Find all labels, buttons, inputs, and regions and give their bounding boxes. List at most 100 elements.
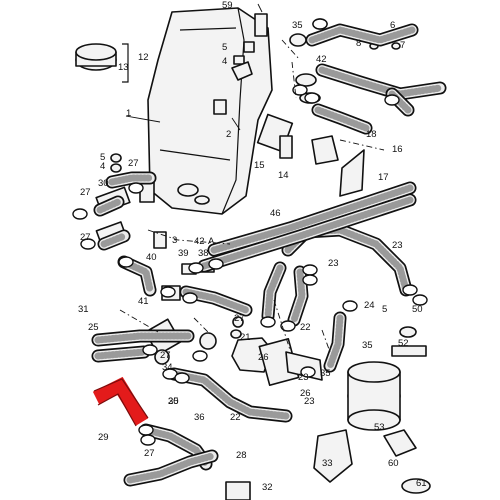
callout-label: 4 (222, 56, 227, 67)
callout-label: 50 (412, 304, 423, 315)
callout-label: 42 (194, 236, 205, 247)
hose-clamp (138, 424, 154, 436)
callout-label: 17 (378, 172, 389, 183)
hose-clamp (280, 320, 296, 332)
callout-label: 61 (416, 478, 427, 489)
callout-label: 12 (138, 52, 149, 63)
callout-label: 25 (88, 322, 99, 333)
hose-29-edge-bottom (97, 393, 137, 427)
hose-clamp (72, 208, 88, 220)
oil-tank (147, 7, 273, 215)
hose-clamp (182, 292, 198, 304)
hose-lines (91, 23, 447, 487)
callout-label: 26 (300, 388, 311, 399)
hose-clamp (412, 294, 428, 306)
callout-label: 14 (278, 170, 289, 181)
hose-clamp (160, 286, 176, 298)
hose-clamp (312, 18, 328, 30)
hose-29-elbow (92, 376, 148, 426)
callout-label: 27 (80, 232, 91, 243)
callout-label: 29 (98, 432, 109, 443)
callout-label: 52 (398, 338, 409, 349)
callout-label: 39 (178, 248, 189, 259)
hose-texture (170, 370, 290, 420)
callout-label: 27 (234, 313, 245, 324)
callout-label: 6 (390, 20, 395, 31)
hose-clamp (302, 264, 318, 276)
hose-texture (264, 264, 284, 320)
hose-clamp (402, 284, 418, 296)
callout-label: 31 (78, 304, 89, 315)
callout-label: 2 (226, 129, 231, 140)
callout-label: 27 (80, 187, 91, 198)
callout-label: 4 (100, 161, 105, 172)
hose-clamp (292, 84, 308, 96)
callout-label: 38 (198, 248, 209, 259)
hose-texture (108, 174, 154, 186)
callout-label: 20 (168, 396, 179, 407)
hose-clamp (260, 316, 276, 328)
callout-label: 23 (328, 258, 339, 269)
hose-clamps (72, 18, 428, 446)
hose-clamp (142, 344, 158, 356)
hose-texture (290, 268, 306, 324)
callout-label: 15 (254, 160, 265, 171)
callout-label: 24 (364, 300, 375, 311)
hose-clamp (342, 300, 358, 312)
hose-texture (308, 26, 416, 44)
hose-clamp (300, 366, 316, 378)
callout-label: A (208, 236, 215, 247)
hose-clamp (128, 182, 144, 194)
callout-label: 42 (316, 54, 327, 65)
callout-label: 23 (392, 240, 403, 251)
callout-label: 32 (262, 482, 273, 493)
hose-clamp (192, 350, 208, 362)
callout-label: 22 (230, 412, 241, 423)
hose-clamp (140, 434, 156, 446)
callout-label: 41 (138, 296, 149, 307)
callout-label: 30 (98, 178, 109, 189)
callout-label: 5 (222, 42, 227, 53)
callout-label: 1 (126, 108, 131, 119)
leader-lines (119, 3, 385, 353)
callout-label: 35 (320, 368, 331, 379)
hose-clamp (208, 258, 224, 270)
hose-clamp (174, 372, 190, 384)
hose-texture (326, 314, 344, 370)
highlighted-hose-29 (92, 376, 149, 427)
callout-label: 59 (222, 0, 233, 11)
hose-texture (94, 332, 192, 344)
callout-label: 26 (258, 352, 269, 363)
callout-label: 5 (100, 152, 105, 163)
hose-texture (94, 348, 148, 360)
callout-label: 23 (304, 396, 315, 407)
callout-label: 35 (362, 340, 373, 351)
hose-clamp (118, 256, 134, 268)
callout-label: 40 (146, 252, 157, 263)
hose-clamp (80, 238, 96, 250)
callout-label: 5 (382, 304, 387, 315)
callout-label: 34 (162, 362, 173, 373)
hose-texture (314, 106, 370, 132)
callout-label: 13 (118, 62, 129, 73)
callout-label: 53 (374, 422, 385, 433)
callout-label: 7 (400, 40, 405, 51)
right-fittings (225, 326, 431, 500)
hose-clamp (304, 92, 320, 104)
callout-label: 35 (168, 396, 179, 407)
hose-clamp (384, 94, 400, 106)
hose-29-edge-top (93, 378, 149, 419)
callout-label: 27 (144, 448, 155, 459)
hose-texture (100, 232, 128, 248)
callout-label: 8 (356, 38, 361, 49)
callout-label: 46 (270, 208, 281, 219)
hose-texture (210, 184, 414, 254)
hose-clamp (188, 262, 204, 274)
callout-label: 23 (298, 372, 309, 383)
callout-label: 18 (366, 129, 377, 140)
callout-label: 22 (300, 322, 311, 333)
callout-label: 27 (160, 350, 171, 361)
